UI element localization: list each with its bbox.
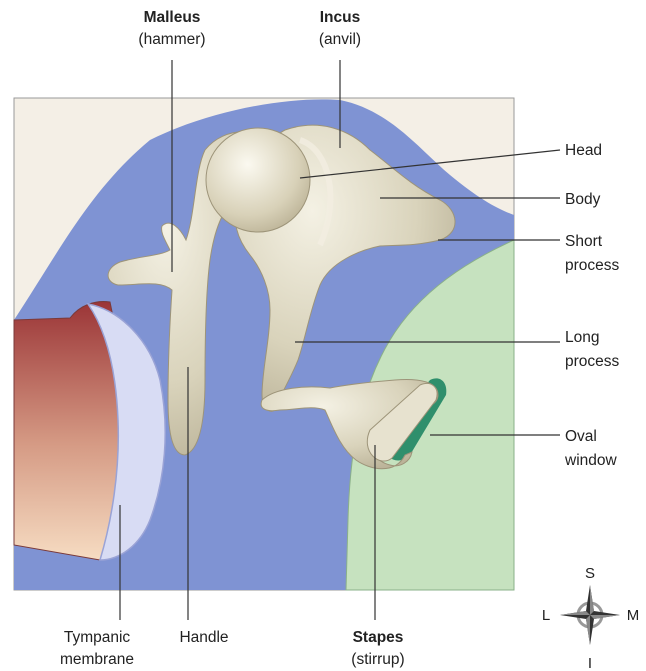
oval-window-label-line2: window: [564, 452, 617, 469]
compass-medial: M: [627, 607, 640, 624]
stapes-common-label: (stirrup): [351, 651, 404, 668]
incus-common-label: (anvil): [319, 31, 361, 48]
short-process-label-line1: Short: [565, 233, 603, 250]
malleus-label: Malleus: [144, 9, 201, 26]
incus-label: Incus: [320, 9, 360, 26]
compass-lateral: L: [542, 607, 550, 624]
stapes-label: Stapes: [353, 629, 404, 646]
long-process-label-line1: Long: [565, 329, 599, 346]
handle-label: Handle: [179, 629, 228, 646]
long-process-label-line2: process: [565, 353, 620, 370]
oval-window-label-line1: Oval: [565, 428, 597, 445]
malleus-head: [206, 128, 310, 232]
compass-superior: S: [585, 565, 595, 582]
short-process-label-line2: process: [565, 257, 620, 274]
tympanic-membrane-label-line1: Tympanic: [64, 629, 131, 646]
malleus-common-label: (hammer): [138, 31, 205, 48]
head-label: Head: [565, 142, 602, 159]
orientation-compass: S I L M: [542, 565, 639, 671]
body-label: Body: [565, 191, 601, 208]
compass-inferior: I: [588, 655, 592, 671]
tympanic-membrane-label-line2: membrane: [60, 651, 134, 668]
